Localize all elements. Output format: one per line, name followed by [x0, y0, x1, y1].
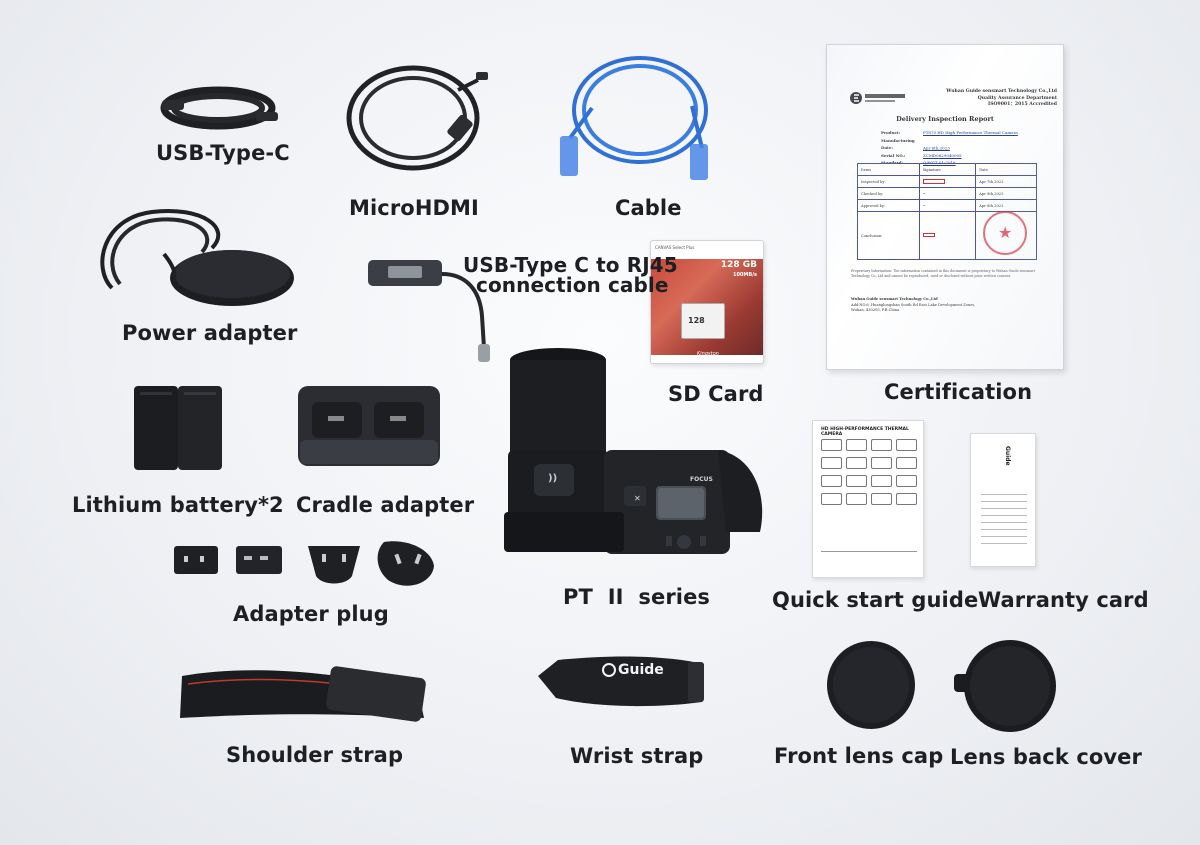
label-cradle-adapter: Cradle adapter	[296, 493, 475, 517]
front-lens-cap-image	[827, 641, 915, 729]
qsg-footer	[821, 551, 917, 563]
certification-document: Wuhan Guide sensmart Technology Co.,Ltd …	[826, 44, 1064, 370]
cert-field-value: Apr 6th,2023	[923, 145, 950, 150]
table-cell	[918, 211, 977, 260]
red-seal-stamp	[983, 211, 1027, 255]
nfc-icon: ))	[548, 473, 558, 484]
table-header-cell: Signature	[918, 163, 977, 176]
cert-header: Wuhan Guide sensmart Technology Co.,Ltd …	[931, 89, 1057, 109]
label-rj45-line1: USB-Type C to RJ45	[463, 253, 678, 277]
label-microhdmi: MicroHDMI	[349, 196, 479, 220]
guide-logo-icon	[602, 663, 616, 677]
cert-field-key: Manufacturing Date:	[881, 137, 915, 151]
cert-department: Quality Assurance Department	[977, 95, 1057, 101]
table-cell: Apr 8th,2023	[975, 199, 1037, 212]
cert-title: Delivery Inspection Report	[896, 115, 994, 123]
label-sd-card: SD Card	[668, 382, 764, 406]
guide-logo-icon	[850, 92, 905, 104]
microhdmi-cable-image	[346, 65, 488, 171]
table-cell: Apr 7th,2023	[975, 175, 1037, 188]
table-row: Items Signature Date	[857, 163, 1037, 176]
label-certification: Certification	[884, 380, 1033, 404]
sd-card-top-text: CANVAS Select Plus	[655, 245, 695, 250]
label-front-lens-cap: Front lens cap	[774, 744, 944, 768]
cert-iso: ISO9001：2015 Accredited	[988, 102, 1057, 107]
usb-type-c-cable-image	[160, 86, 278, 130]
thermal-camera-image: )) FOCUS ✕	[504, 346, 770, 562]
ethernet-cable-image	[560, 56, 708, 180]
cert-addr-company: Wuhan Guide sensmart Technology Co.,Ltd	[851, 297, 938, 301]
warranty-brand: Guide	[1004, 446, 1011, 466]
shoulder-strap-image	[180, 666, 426, 722]
focus-label: FOCUS	[690, 476, 713, 483]
wrist-strap-svg	[538, 656, 704, 707]
camera-body-svg	[504, 348, 763, 554]
label-pt-series: PT II series	[563, 585, 711, 609]
cert-field-value: ZCMD0629040005	[923, 152, 962, 158]
qsg-title: HD HIGH-PERFORMANCE THERMAL CAMERA	[821, 427, 909, 437]
warranty-lines	[981, 494, 1027, 550]
cert-field-key: Serial NO.:	[881, 152, 906, 158]
label-usb-type-c: USB-Type-C	[156, 141, 290, 165]
table-cell: ~	[918, 187, 977, 200]
table-cell: Conclusion:	[857, 211, 920, 260]
adapter-plug-image	[174, 541, 434, 586]
wrist-strap-brand: Guide	[618, 662, 664, 678]
label-rj45-line2: connection cable	[476, 273, 669, 297]
label-adapter-plug: Adapter plug	[233, 602, 389, 626]
quick-start-guide-document: HD HIGH-PERFORMANCE THERMAL CAMERA	[812, 420, 924, 578]
power-adapter-image	[100, 209, 294, 306]
cert-note: Proprietary Information: The information…	[851, 269, 1036, 278]
warranty-card-document: Guide	[970, 433, 1036, 567]
table-row: Inspected by: Apr 7th,2023	[857, 175, 1037, 188]
table-row: Checked by: ~ Apr 8th,2023	[857, 187, 1037, 200]
table-header-cell: Items	[857, 163, 920, 176]
sd-card-capacity: 128 GB 100MB/s	[721, 261, 757, 280]
table-cell: ~	[918, 199, 977, 212]
sd-card-brand: Kingston	[697, 351, 719, 357]
label-lens-back-cover: Lens back cover	[950, 745, 1142, 769]
table-cell	[918, 175, 977, 188]
table-cell: Apr 8th,2023	[975, 187, 1037, 200]
table-row: Approved by: ~ Apr 8th,2023	[857, 199, 1037, 212]
sd-speed-text: 100MB/s	[732, 272, 757, 278]
cert-company: Wuhan Guide sensmart Technology Co.,Ltd	[946, 89, 1057, 94]
guide-logo-icon: ✕	[634, 494, 641, 503]
cradle-adapter-image	[298, 386, 440, 466]
cert-fields: Product: PT870 HD High Performance Therma…	[881, 129, 1018, 167]
table-cell: Inspected by:	[857, 175, 920, 188]
table-cell: Checked by:	[857, 187, 920, 200]
sd-capacity-text: 128 GB	[720, 260, 757, 270]
label-wrist-strap: Wrist strap	[570, 744, 704, 768]
cert-field-value: PT870 HD High Performance Thermal Camera	[923, 130, 1018, 135]
qsg-diagram-grid	[821, 439, 917, 505]
lithium-battery-image	[134, 386, 222, 470]
label-warranty-card: Warranty card	[978, 588, 1149, 612]
lens-back-cover-image	[954, 640, 1056, 732]
sd-card-chip	[681, 303, 725, 339]
label-power-adapter: Power adapter	[122, 321, 298, 345]
wrist-strap-image: Guide	[538, 654, 706, 710]
cert-field-key: Standard:	[881, 160, 904, 165]
label-cable: Cable	[615, 196, 682, 220]
label-lithium-battery: Lithium battery*2	[72, 493, 284, 517]
usb-c-to-rj45-adapter-image	[368, 260, 490, 362]
label-quick-start-guide: Quick start guide	[772, 588, 979, 612]
table-header-cell: Date	[975, 163, 1037, 176]
cert-addr-line1: Add:NO.6, Huanglongshan South Rd East La…	[851, 302, 976, 307]
cert-signature-table: Items Signature Date Inspected by: Apr 7…	[857, 163, 1037, 260]
cert-field-key: Product:	[881, 130, 901, 135]
cert-field-value: Q/WGZ 01-2018	[923, 160, 956, 165]
label-shoulder-strap: Shoulder strap	[226, 743, 404, 767]
cert-address: Wuhan Guide sensmart Technology Co.,Ltd …	[851, 297, 1047, 314]
cert-addr-line2: Wuhan, 430205, P.R.China	[851, 308, 900, 312]
table-cell: Approved by:	[857, 199, 920, 212]
sd-card-package-image: CANVAS Select Plus 128 GB 100MB/s Kingst…	[650, 240, 764, 364]
